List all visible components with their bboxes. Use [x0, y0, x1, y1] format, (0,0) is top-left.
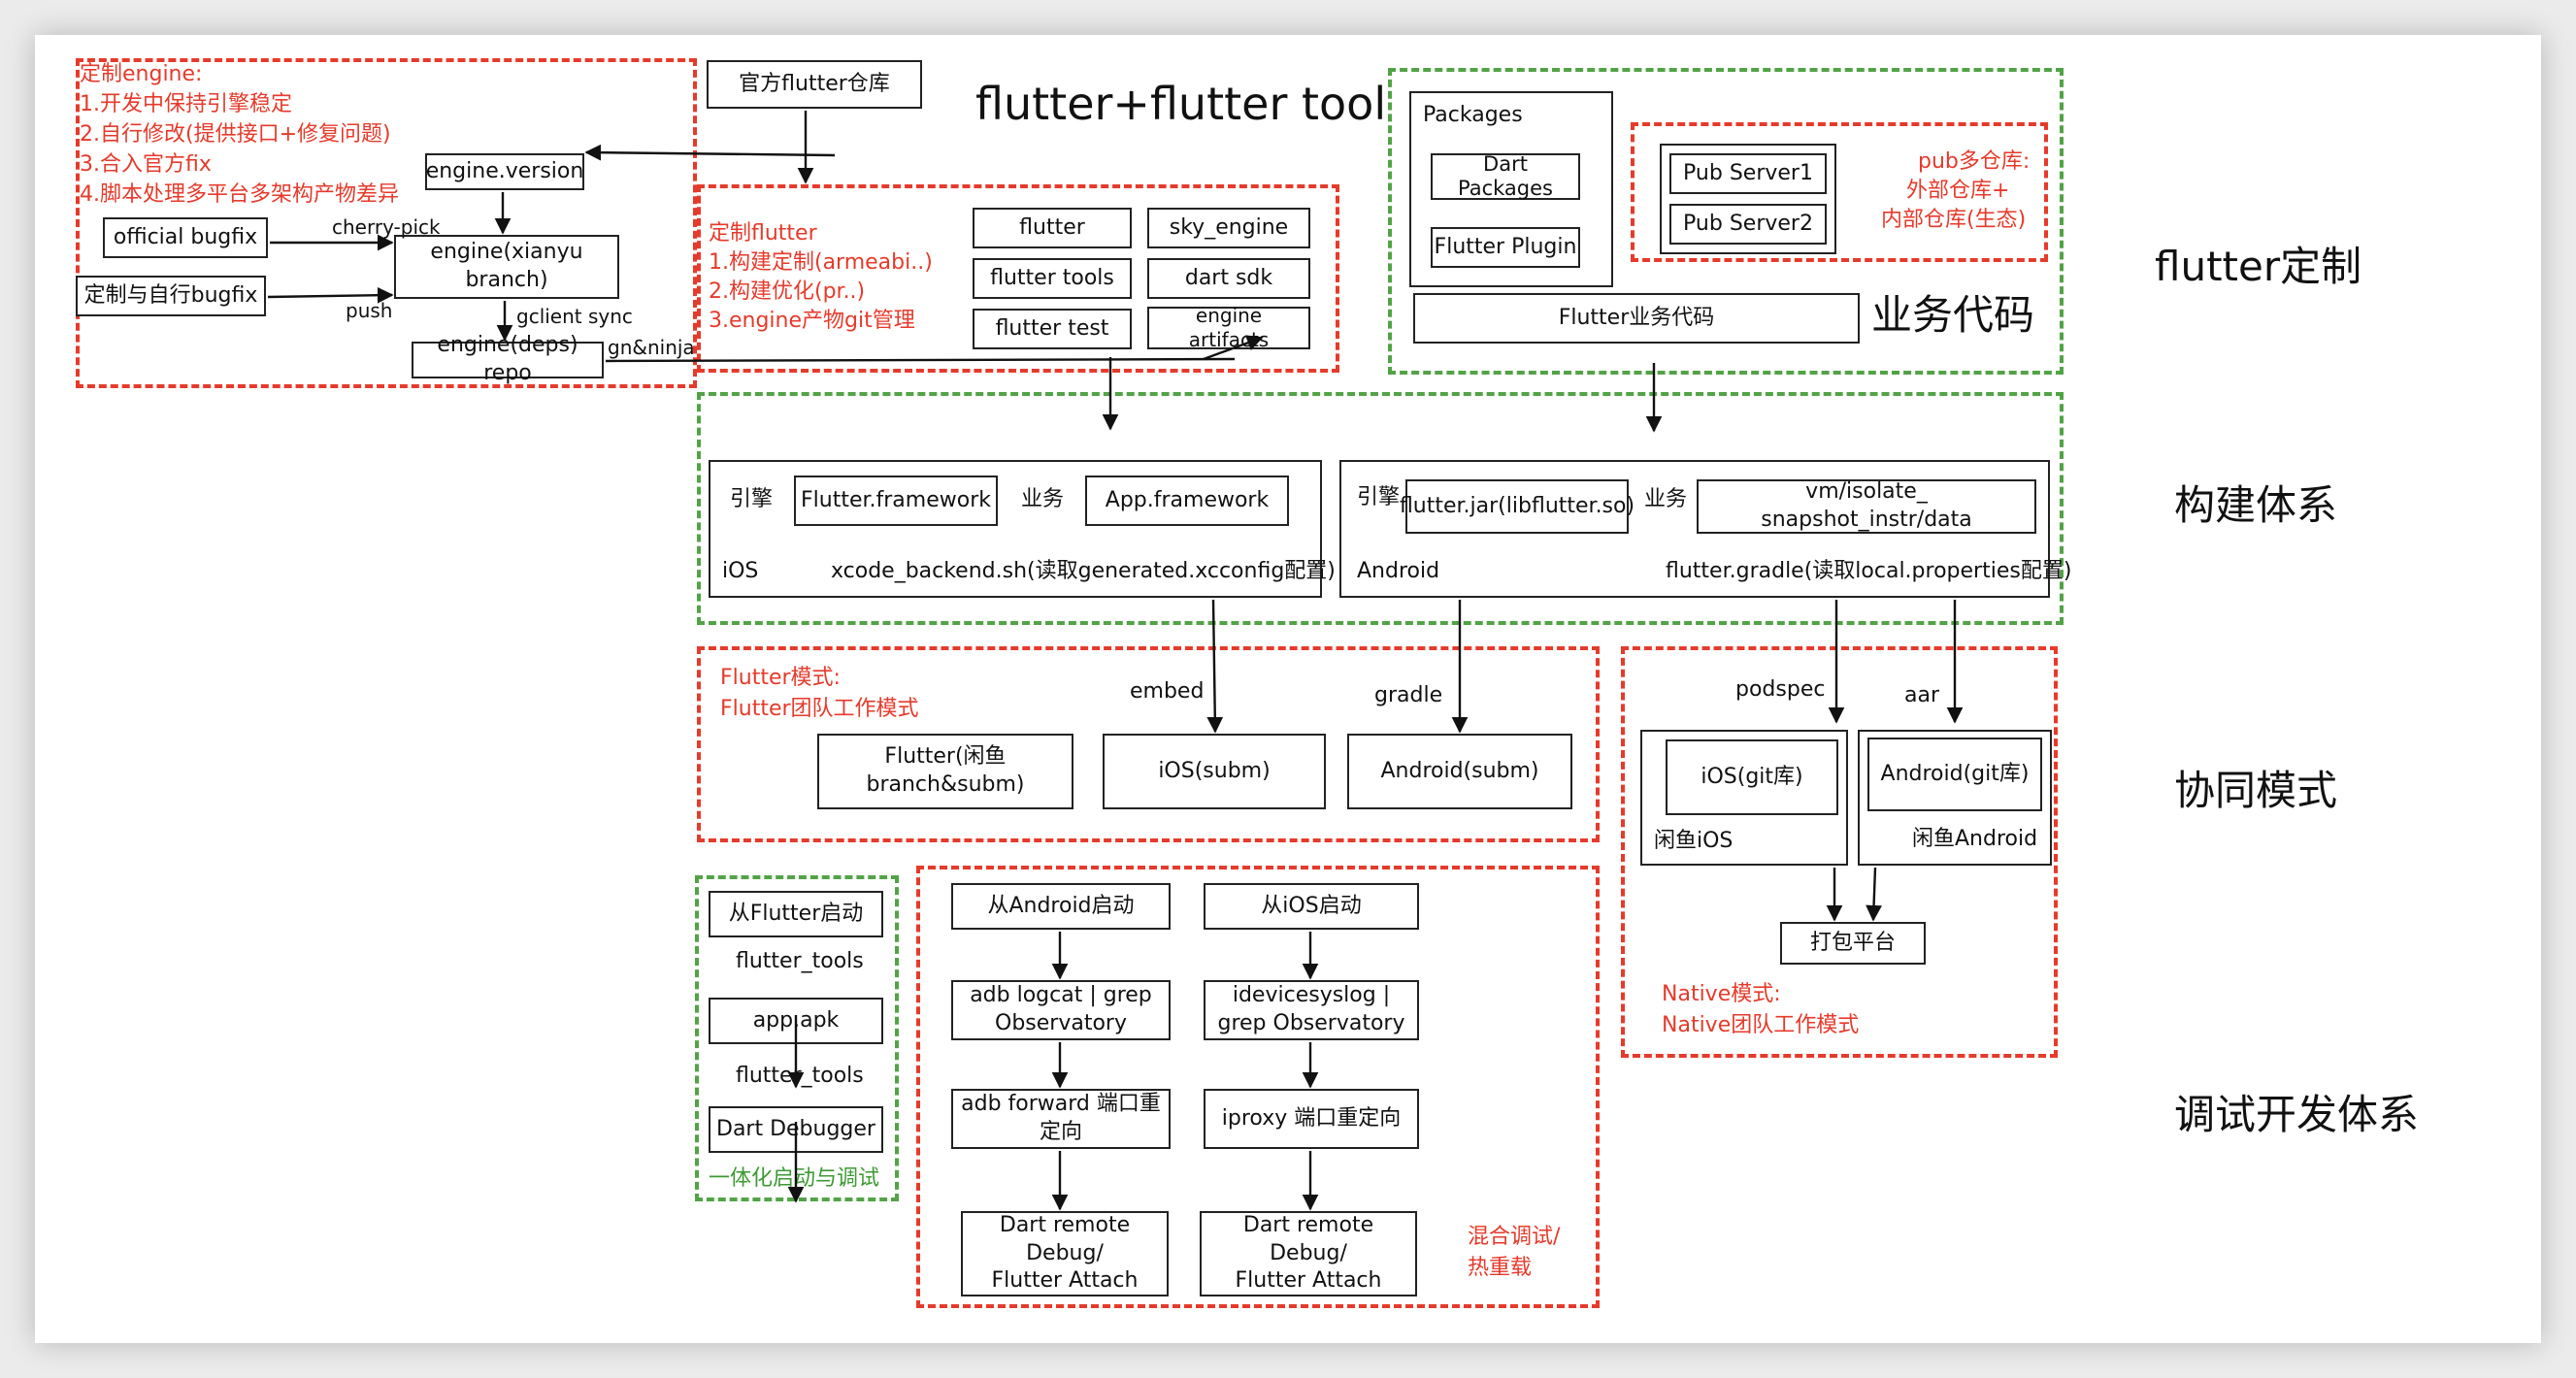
flutter-note-3: 3.engine产物git管理 — [709, 309, 915, 333]
hybrid-debug-region — [916, 866, 1600, 1308]
engine-branch-box: engine(xianyu branch) — [394, 235, 619, 299]
flutter-mode-region — [697, 646, 1600, 842]
start-from-ios-box: 从iOS启动 — [1204, 883, 1419, 930]
adb-forward-box: adb forward 端口重 定向 — [951, 1089, 1171, 1149]
hybrid-debug-note-0: 混合调试/ — [1468, 1225, 1561, 1249]
flutter-note-1: 1.构建定制(armeabi..) — [709, 250, 933, 275]
pub-note-1: 外部仓库+ — [1906, 179, 2010, 203]
ios-git-box: iOS(git库) — [1666, 739, 1838, 815]
side-label-debug-system: 调试开发体系 — [2174, 1091, 2420, 1138]
start-from-android-box: 从Android启动 — [951, 883, 1171, 930]
push-label: push — [346, 299, 393, 322]
dart-debugger-box: Dart Debugger — [709, 1106, 883, 1153]
pub-note-2: 内部仓库(生态) — [1881, 208, 2027, 232]
iproxy-box: iproxy 端口重定向 — [1204, 1089, 1419, 1149]
side-label-collab-mode: 协同模式 — [2174, 767, 2338, 814]
android-git-box: Android(git库) — [1867, 738, 2042, 811]
flutter-business-code-box: Flutter业务代码 — [1413, 293, 1860, 344]
cherry-pick-label: cherry-pick — [332, 215, 441, 239]
engine-version-box: engine.version — [425, 153, 584, 190]
engine-note-2: 2.自行修改(提供接口+修复问题) — [80, 122, 391, 147]
flutter-plugin-box: Flutter Plugin — [1431, 227, 1580, 268]
official-flutter-repo-box: 官方flutter仓库 — [707, 60, 922, 109]
native-mode-note-0: Native模式: — [1662, 982, 1781, 1006]
flutter-branch-box: Flutter(闲鱼 branch&subm) — [817, 734, 1073, 809]
gradle-label: gradle — [1374, 683, 1443, 707]
gn-ninja-label: gn&ninja — [608, 336, 695, 359]
integrated-debug-label: 一体化启动与调试 — [709, 1166, 880, 1191]
flutter-note-2: 2.构建优化(pr..) — [709, 279, 866, 304]
start-from-flutter-box: 从Flutter启动 — [709, 891, 883, 937]
dart-packages-box: Dart Packages — [1431, 152, 1580, 200]
engine-region — [76, 58, 697, 388]
app-framework-box: App.framework — [1085, 476, 1289, 526]
hybrid-debug-note-1: 热重载 — [1468, 1256, 1533, 1280]
ios-platform-label: iOS — [722, 559, 759, 583]
flutter-mode-note-0: Flutter模式: — [720, 666, 841, 690]
flutter-tools-label-2: flutter_tools — [736, 1064, 864, 1088]
custom-bugfix-box: 定制与自行bugfix — [76, 276, 266, 316]
pub-region — [1631, 122, 2048, 262]
snapshot-box: vm/isolate_ snapshot_instr/data — [1697, 479, 2036, 534]
engine-note-1: 1.开发中保持引擎稳定 — [80, 92, 292, 116]
packaging-platform-box: 打包平台 — [1780, 922, 1926, 965]
build-region — [697, 392, 2064, 625]
flutter-tools-label-1: flutter_tools — [736, 949, 864, 973]
flutter-framework-box: Flutter.framework — [794, 476, 998, 526]
flutter-jar-box: flutter.jar(libflutter.so) — [1400, 479, 1635, 534]
side-label-build-system: 构建体系 — [2174, 481, 2338, 529]
android-biz-label: 业务 — [1644, 487, 1688, 511]
android-subm-box: Android(subm) — [1347, 734, 1572, 809]
packages-box — [1409, 91, 1613, 287]
idevicesyslog-box: idevicesyslog | grep Observatory — [1204, 980, 1419, 1040]
ios-build-box — [709, 460, 1322, 598]
aar-label: aar — [1904, 683, 1940, 707]
flutter-item-flutter: flutter — [973, 208, 1132, 248]
pub-server-2-box: Pub Server2 — [1669, 204, 1827, 245]
flutter-custom-region — [697, 184, 1339, 373]
packages-region — [1388, 68, 2064, 375]
engine-note-4: 4.脚本处理多平台多架构产物差异 — [80, 182, 399, 207]
adb-logcat-box: adb logcat | grep Observatory — [951, 980, 1171, 1040]
native-mode-note-1: Native团队工作模式 — [1662, 1013, 1860, 1037]
xianyu-ios-label: 闲鱼iOS — [1654, 829, 1734, 853]
flutter-item-dart-sdk: dart sdk — [1147, 258, 1310, 299]
xianyu-android-label: 闲鱼Android — [1912, 827, 2038, 851]
android-engine-label: 引擎 — [1357, 485, 1401, 509]
official-bugfix-box: official bugfix — [103, 217, 268, 258]
embed-label: embed — [1130, 679, 1205, 704]
flutter-note-0: 定制flutter — [709, 221, 817, 246]
diagram-title: flutter+flutter tool — [975, 78, 1387, 130]
pub-note-0: pub多仓库: — [1918, 149, 2031, 174]
flutter-item-flutter-test: flutter test — [973, 309, 1132, 349]
android-platform-label: Android — [1357, 559, 1440, 583]
podspec-label: podspec — [1735, 677, 1826, 702]
android-script-label: flutter.gradle(读取local.properties配置) — [1666, 559, 2072, 583]
ios-subm-box: iOS(subm) — [1103, 734, 1326, 809]
ios-script-label: xcode_backend.sh(读取generated.xcconfig配置) — [831, 559, 1336, 583]
ios-engine-label: 引擎 — [730, 487, 774, 511]
native-mode-region — [1621, 646, 2058, 1058]
android-build-box — [1339, 460, 2050, 598]
app-apk-box: app.apk — [709, 998, 883, 1044]
ios-biz-label: 业务 — [1021, 487, 1065, 511]
xianyu-android-box — [1858, 730, 2052, 866]
side-label-flutter-customize: flutter定制 — [2155, 243, 2362, 290]
pub-servers-box — [1660, 144, 1836, 254]
xianyu-ios-box — [1640, 730, 1848, 866]
side-label-business-code: 业务代码 — [1871, 291, 2035, 339]
gclient-sync-label: gclient sync — [516, 305, 633, 328]
flutter-item-flutter-tools: flutter tools — [973, 258, 1132, 299]
dart-remote-ios-box: Dart remote Debug/ Flutter Attach — [1200, 1211, 1417, 1296]
engine-note-0: 定制engine: — [80, 62, 203, 86]
flutter-item-sky-engine: sky_engine — [1147, 208, 1310, 248]
engine-deps-box: engine(deps) repo — [412, 333, 604, 385]
dart-remote-android-box: Dart remote Debug/ Flutter Attach — [961, 1211, 1169, 1296]
engine-note-3: 3.合入官方fix — [80, 152, 212, 177]
pub-server-1-box: Pub Server1 — [1669, 153, 1827, 194]
flutter-item-engine-artifacts: engine artifacts — [1147, 304, 1310, 351]
flutter-mode-note-1: Flutter团队工作模式 — [720, 697, 919, 721]
packages-title: Packages — [1423, 103, 1523, 127]
